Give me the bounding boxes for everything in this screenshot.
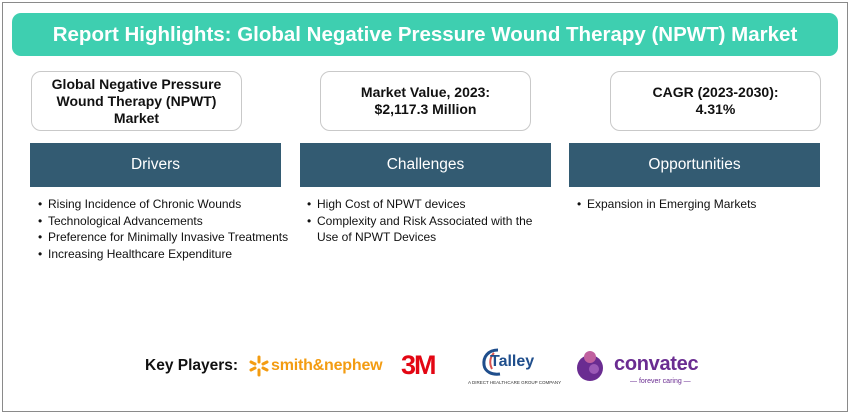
report-title: Report Highlights: Global Negative Press… [52,22,798,46]
convatec-tagline: — forever caring — [630,378,691,385]
3m-logo: 3M [401,350,436,380]
list-item: Increasing Healthcare Expenditure [38,246,296,263]
drivers-title: Drivers [130,156,181,173]
market-value: $2,117.3 Million [374,101,477,117]
cagr-label: CAGR (2023-2030): [652,84,779,100]
smith-nephew-wordmark: smith&nephew [271,357,383,374]
convatec-logo: convatec — forever caring — [574,349,714,387]
opportunities-header: Opportunities [569,143,820,187]
market-name-card: Global Negative Pressure Wound Therapy (… [31,71,242,131]
list-item: Expansion in Emerging Markets [577,196,822,213]
opportunities-title: Opportunities [648,156,741,173]
talley-wordmark: Talley [490,353,535,370]
challenges-header: Challenges [300,143,551,187]
list-item: Technological Advancements [38,213,296,230]
drivers-header: Drivers [30,143,281,187]
cagr-value: 4.31% [695,101,736,117]
smith-nephew-star-icon [249,355,269,377]
market-name-line3: Market [113,109,160,126]
report-title-banner: Report Highlights: Global Negative Press… [12,13,838,56]
list-item: Rising Incidence of Chronic Wounds [38,196,296,213]
key-players-label: Key Players: [145,357,239,374]
talley-swoosh-icon [482,348,501,376]
smith-nephew-logo: smith&nephew [249,355,383,377]
market-value-label: Market Value, 2023: [360,84,491,100]
market-name-line1: Global Negative Pressure [51,75,222,92]
talley-tagline: A DIRECT HEALTHCARE GROUP COMPANY [468,380,562,385]
challenges-title: Challenges [386,156,465,173]
drivers-list: Rising Incidence of Chronic Wounds Techn… [38,196,296,262]
convatec-emblem-icon [577,351,603,381]
opportunities-list: Expansion in Emerging Markets [577,196,822,213]
market-value-card: Market Value, 2023: $2,117.3 Million [320,71,531,131]
cagr-card: CAGR (2023-2030): 4.31% [610,71,821,131]
talley-logo: Talley A DIRECT HEALTHCARE GROUP COMPANY [466,347,562,391]
convatec-wordmark: convatec [614,353,699,375]
list-item: Complexity and Risk Associated with the … [307,213,552,246]
list-item: Preference for Minimally Invasive Treatm… [38,229,296,246]
market-name-line2: Wound Therapy (NPWT) [56,92,217,109]
list-item: High Cost of NPWT devices [307,196,552,213]
challenges-list: High Cost of NPWT devices Complexity and… [307,196,552,246]
